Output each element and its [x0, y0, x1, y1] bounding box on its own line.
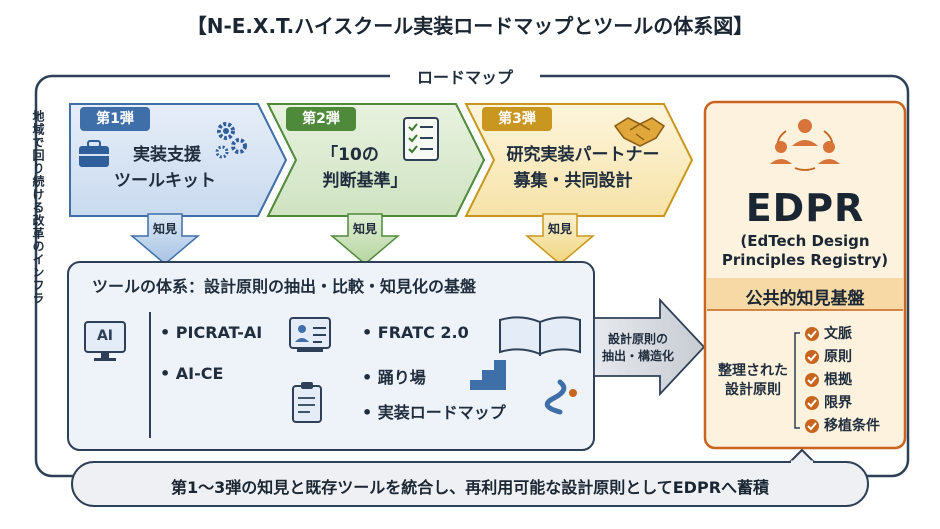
page-title: 【N-E.X.T.ハイスクール実装ロードマップとツールの体系図】 — [186, 14, 754, 38]
tool-roadmap: • 実装ロードマップ — [362, 403, 506, 422]
edpr-full-line2: Principles Registry) — [721, 251, 889, 269]
ai-monitor-icon — [84, 321, 126, 361]
knowhow-arrow-3 — [524, 213, 596, 265]
edpr-item: 文脈 — [824, 326, 852, 342]
stage-2-badge: 第2弾 — [286, 107, 356, 131]
stage-3-line2: 募集・共同設計 — [513, 171, 633, 191]
edpr-organized-line1: 整理された — [718, 363, 788, 379]
side-vertical-label: 地域で回り続ける改革のインフラ — [31, 110, 45, 305]
flow-arrow — [593, 297, 706, 397]
bottom-summary-text: 第1〜3弾の知見と既存ツールを統合し、再利用可能な設計原則としてEDPRへ蓄積 — [170, 478, 770, 497]
tool-picrat-ai: • PICRAT-AI — [160, 323, 263, 342]
stairs-icon — [458, 360, 506, 390]
stage-3-badge: 第3弾 — [482, 107, 552, 131]
edpr-items-bracket — [794, 332, 800, 429]
handshake-icon — [613, 117, 666, 147]
roadmap-label: ロードマップ — [390, 64, 540, 88]
flow-arrow-line1: 設計原則の — [607, 332, 668, 346]
check-circle-icon — [805, 327, 819, 341]
stage-2-line1: 「10の — [321, 145, 379, 165]
tool-picrat-ai-label: PICRAT-AI — [175, 323, 263, 342]
stage-1-badge: 第1弾 — [80, 107, 150, 131]
check-circle-icon — [805, 396, 819, 410]
bottom-summary-box — [71, 461, 869, 507]
tool-fratc: • FRATC 2.0 — [362, 323, 469, 342]
edpr-item: 根拠 — [824, 372, 852, 388]
edpr-item: 原則 — [824, 349, 852, 365]
tool-fratc-label: FRATC 2.0 — [377, 323, 469, 342]
tool-roadmap-label: 実装ロードマップ — [377, 403, 506, 422]
knowhow-label-3: 知見 — [547, 222, 572, 236]
check-mark-icon — [807, 422, 817, 431]
check-circle-icon — [805, 419, 819, 433]
tool-ai-ce-label: AI-CE — [175, 364, 224, 383]
stage-1-line1: 実装支援 — [133, 145, 201, 165]
knowhow-label-2: 知見 — [352, 222, 377, 236]
knowhow-label-1: 知見 — [152, 222, 177, 236]
edpr-check-icons — [805, 327, 819, 433]
people-cycle-icon — [770, 119, 840, 171]
stage-3-line1: 研究実装パートナー — [506, 145, 660, 165]
tool-odoriba-label: 踊り場 — [377, 368, 426, 387]
edpr-band-label: 公共的知見基盤 — [745, 289, 865, 309]
check-circle-icon — [805, 350, 819, 364]
check-mark-icon — [807, 353, 817, 362]
check-mark-icon — [807, 330, 817, 339]
toolbox-gears-icon — [79, 122, 247, 167]
checklist-icon — [403, 117, 439, 161]
edpr-organized-line2: 設計原則 — [725, 382, 781, 398]
edpr-name: EDPR — [745, 186, 865, 230]
bottom-summary-pointer — [787, 448, 817, 463]
flow-arrow-line2: 抽出・構造化 — [601, 349, 674, 363]
edpr-item: 限界 — [824, 395, 852, 411]
edpr-full-line1: (EdTech Design — [740, 232, 870, 250]
route-map-icon — [544, 379, 577, 415]
edpr-band-bg — [707, 278, 903, 310]
knowhow-arrow-1 — [129, 213, 201, 265]
ai-monitor-label: AI — [96, 328, 114, 344]
edpr-box — [703, 100, 907, 450]
stage-2-line2: 判断基準」 — [322, 171, 408, 191]
tools-panel-title: ツールの体系：設計原則の抽出・比較・知見化の基盤 — [92, 277, 477, 296]
stage-1-line2: ツールキット — [114, 171, 216, 191]
open-book-icon — [499, 316, 581, 356]
edpr-item: 移植条件 — [824, 418, 880, 434]
tool-ai-ce: • AI-CE — [160, 364, 224, 383]
clipboard-icon — [292, 382, 322, 423]
profile-card-icon — [289, 317, 331, 352]
check-circle-icon — [805, 373, 819, 387]
knowhow-arrow-2 — [329, 213, 401, 265]
check-mark-icon — [807, 376, 817, 385]
check-mark-icon — [807, 399, 817, 408]
tool-odoriba: • 踊り場 — [362, 368, 426, 387]
